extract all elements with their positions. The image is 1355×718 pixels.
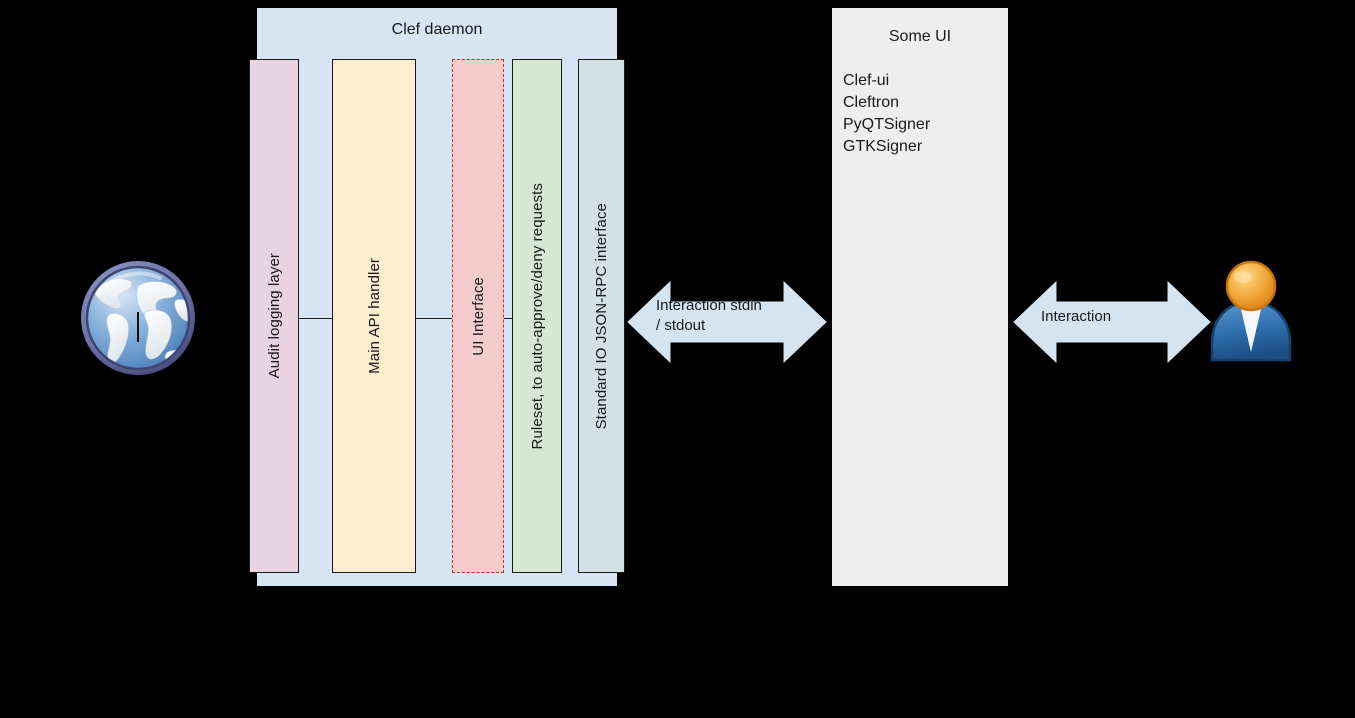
lane-label-stdio: Standard IO JSON-RPC interface <box>593 202 610 430</box>
some-ui-list: Clef-ui Cleftron PyQTSigner GTKSigner <box>843 70 930 158</box>
some-ui-title: Some UI <box>888 28 952 45</box>
lane-audit-logging-layer[interactable]: Audit logging layer <box>249 59 299 573</box>
list-item: Clef-ui <box>843 72 890 89</box>
lane-main-api-handler[interactable]: Main API handler <box>332 59 416 573</box>
globe-icon <box>76 256 200 380</box>
connector-audit-api <box>298 318 333 319</box>
lane-label-ruleset: Ruleset, to auto-approve/deny requests <box>528 182 546 450</box>
lane-label-ui-interface: UI Interface <box>469 276 487 356</box>
connector-api-ui <box>415 318 453 319</box>
arrow-stdio-interaction <box>627 280 827 364</box>
lane-label-audit: Audit logging layer <box>265 253 283 379</box>
user-icon <box>1206 256 1296 366</box>
list-item: Cleftron <box>843 94 900 111</box>
clef-daemon-title: Clef daemon <box>391 21 483 38</box>
lane-ui-interface[interactable]: UI Interface <box>452 59 504 573</box>
clef-daemon-panel: Clef daemon <box>257 8 617 586</box>
lane-standard-io-jsonrpc[interactable]: Standard IO JSON-RPC interface <box>578 59 625 573</box>
some-ui-panel: Some UI Clef-ui Cleftron PyQTSigner GTKS… <box>832 8 1008 586</box>
lane-ruleset[interactable]: Ruleset, to auto-approve/deny requests <box>512 59 562 573</box>
list-item: PyQTSigner <box>843 116 931 133</box>
list-item: GTKSigner <box>843 138 923 155</box>
arrow-user-interaction <box>1013 280 1211 364</box>
connector-ui-ruleset <box>503 318 513 319</box>
lane-label-api: Main API handler <box>365 258 383 374</box>
